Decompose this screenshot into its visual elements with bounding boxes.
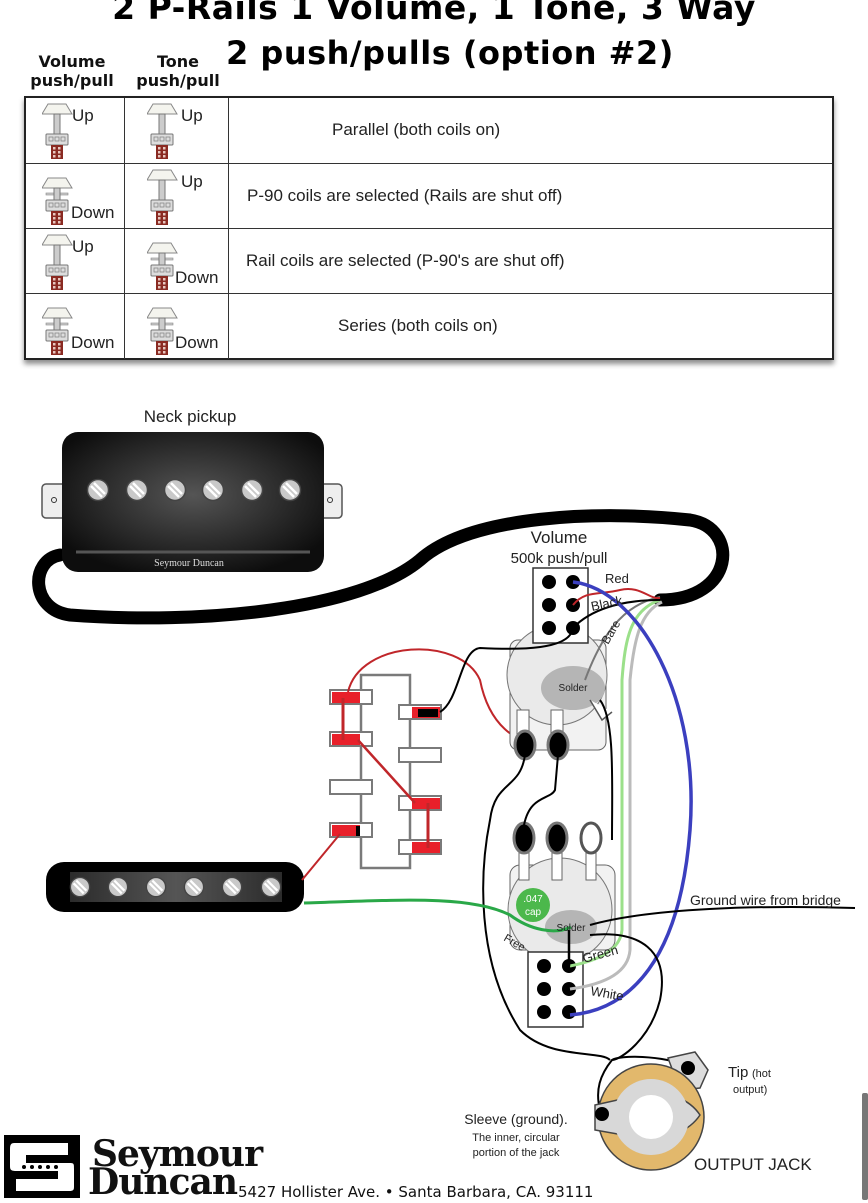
table-row: Down Up P-90 coils are selected (Rails a… xyxy=(26,163,832,229)
wire-label-black: Black xyxy=(590,593,625,614)
tone-cell: Down xyxy=(125,229,229,294)
pole-piece-icon xyxy=(240,478,264,502)
tone-solder-label: Solder xyxy=(557,923,587,934)
scrollbar[interactable] xyxy=(862,1093,868,1200)
diagram-subtitle: 2 push/pulls (option #2) xyxy=(226,34,674,72)
description-cell: Series (both coils on) xyxy=(229,294,832,359)
position-label: Up xyxy=(181,106,203,125)
pole-piece-icon xyxy=(107,876,129,898)
sleeve-label: Sleeve (ground). xyxy=(464,1111,568,1127)
volume-switch-block xyxy=(532,567,589,644)
pole-piece-icon xyxy=(278,478,302,502)
sleeve-note-1: The inner, circular xyxy=(472,1132,560,1144)
row-description: Series (both coils on) xyxy=(338,316,498,335)
table-row: Down Down Series (both coils on) xyxy=(26,293,832,359)
brand-name-line2: Duncan xyxy=(88,1161,238,1203)
tip-note: (hot xyxy=(752,1068,771,1080)
output-jack-label: OUTPUT JACK xyxy=(694,1155,812,1174)
position-label: Down xyxy=(175,333,219,352)
description-cell: Parallel (both coils on) xyxy=(229,98,832,163)
description-cell: Rail coils are selected (P-90's are shut… xyxy=(229,229,832,294)
three-way-switch xyxy=(329,673,442,870)
wire-label-white: White xyxy=(589,983,624,1004)
tip-note-2: output) xyxy=(733,1084,767,1096)
pole-piece-icon xyxy=(86,478,110,502)
table-row: Up Up Parallel (both coils on) xyxy=(26,98,832,163)
row-description: Parallel (both coils on) xyxy=(332,120,501,139)
switching-table: Up Up Parallel (both coils on) Down Up P… xyxy=(24,96,834,360)
logo-s-icon xyxy=(10,1143,74,1191)
volume-value: 500k push/pull xyxy=(511,550,608,567)
pole-piece-icon xyxy=(125,478,149,502)
row-description: P-90 coils are selected (Rails are shut … xyxy=(247,186,563,205)
pole-piece-icon xyxy=(221,876,243,898)
cap-label: cap xyxy=(525,907,542,918)
position-label: Up xyxy=(72,237,94,256)
volume-cell: Up xyxy=(26,229,125,294)
position-label: Up xyxy=(181,172,203,191)
pole-piece-icon xyxy=(183,876,205,898)
solder-blob xyxy=(541,666,605,710)
description-cell: P-90 coils are selected (Rails are shut … xyxy=(229,164,832,229)
pole-piece-icon xyxy=(69,876,91,898)
position-label: Down xyxy=(71,203,115,222)
tip-label: Tip xyxy=(728,1064,748,1081)
cap-value: .047 xyxy=(523,894,543,905)
ground-wire-label: Ground wire from bridge xyxy=(690,892,841,908)
volume-cell: Up xyxy=(26,98,125,163)
output-jack xyxy=(594,1051,709,1171)
pole-piece-icon xyxy=(145,876,167,898)
volume-column-header: Volume push/pull xyxy=(30,52,114,90)
neck-pickup xyxy=(41,432,343,572)
position-label: Up xyxy=(72,106,94,125)
pickup-brand: Seymour Duncan xyxy=(154,558,224,569)
position-label: Down xyxy=(175,268,219,287)
wire-label-red: Red xyxy=(605,571,629,586)
volume-cell: Down xyxy=(26,164,125,229)
diagram-title: 2 P-Rails 1 Volume, 1 Tone, 3 Way xyxy=(112,0,756,27)
sleeve-note-2: portion of the jack xyxy=(473,1147,560,1159)
table-row: Up Down Rail coils are selected (P-90's … xyxy=(26,228,832,294)
neck-pickup-label: Neck pickup xyxy=(144,407,237,426)
brand-name-line1: Seymour xyxy=(92,1133,263,1175)
volume-label: Volume xyxy=(531,528,588,547)
tone-column-header: Tone push/pull xyxy=(136,52,220,90)
volume-cell: Down xyxy=(26,294,125,359)
pole-piece-icon xyxy=(260,876,282,898)
blue-wire xyxy=(569,580,693,1017)
neck-pickup-cable xyxy=(32,509,730,625)
tone-cell: Up xyxy=(125,164,229,229)
position-label: Down xyxy=(71,333,115,352)
wire-label-bare: Bare xyxy=(598,617,623,646)
volume-pot xyxy=(506,624,613,761)
company-address: 5427 Hollister Ave. • Santa Barbara, CA.… xyxy=(238,1183,594,1201)
seymour-duncan-logo xyxy=(4,1135,80,1198)
tone-cell: Up xyxy=(125,98,229,163)
row-description: Rail coils are selected (P-90's are shut… xyxy=(246,251,565,270)
pole-piece-icon xyxy=(163,478,187,502)
capacitor xyxy=(516,888,550,922)
pole-piece-icon xyxy=(201,478,225,502)
tone-cell: Down xyxy=(125,294,229,359)
bridge-pickup xyxy=(46,862,304,912)
volume-solder-label: Solder xyxy=(559,683,589,694)
